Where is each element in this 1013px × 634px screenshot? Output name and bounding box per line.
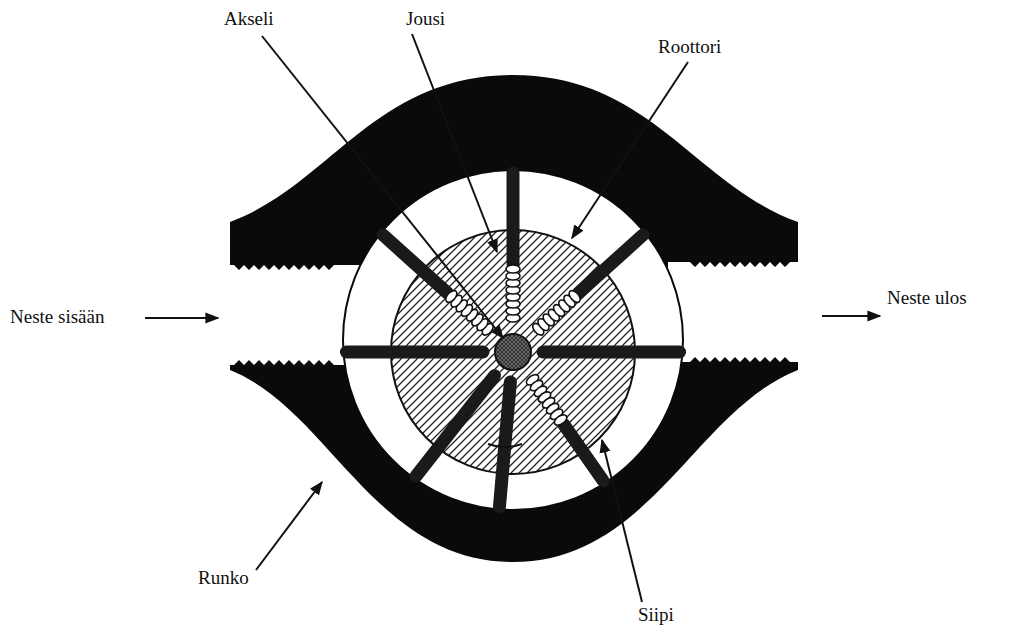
- inlet-thread: [234, 265, 334, 365]
- rotor-mark: [488, 444, 522, 447]
- vane: [383, 235, 448, 293]
- vane-group: [346, 173, 679, 506]
- part-label: Neste ulos: [885, 287, 969, 309]
- flow-arrow: [822, 315, 880, 317]
- vane: [416, 376, 494, 476]
- vane: [563, 424, 603, 481]
- part-label: Siipi: [636, 604, 676, 626]
- pump-cavity: [343, 170, 683, 510]
- spring-coil: [506, 265, 520, 273]
- part-label: Roottori: [656, 36, 723, 58]
- vane: [346, 346, 483, 359]
- spring-coil: [553, 413, 569, 428]
- vane: [507, 173, 520, 264]
- vane: [543, 346, 680, 359]
- part-label: Neste sisään: [8, 306, 106, 328]
- leader-line: [262, 36, 503, 338]
- part-label: Runko: [196, 567, 251, 589]
- part-label: Jousi: [404, 8, 447, 30]
- leader-lines: [145, 34, 880, 602]
- leader-line: [256, 482, 322, 570]
- leader-line: [572, 62, 688, 238]
- shaft: [495, 334, 531, 370]
- leader-line: [602, 440, 642, 602]
- vane: [499, 382, 510, 507]
- vane: [578, 235, 643, 293]
- leader-line: [412, 34, 497, 252]
- part-label: Akseli: [222, 8, 276, 30]
- spring-coil: [567, 289, 582, 305]
- outlet-thread: [690, 262, 790, 362]
- pump-housing: [230, 75, 798, 562]
- spring-coil: [444, 289, 459, 305]
- flow-arrow: [145, 317, 218, 319]
- outlet-port: [668, 262, 798, 362]
